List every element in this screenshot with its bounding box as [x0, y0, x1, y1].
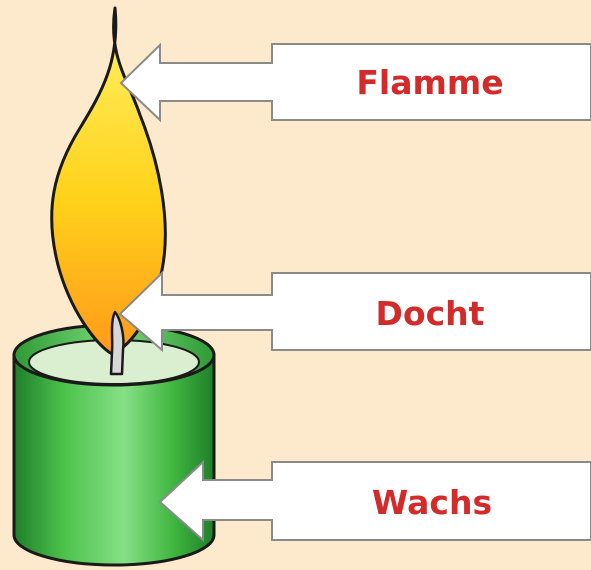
arrow-flame	[119, 42, 591, 123]
label-flame-text: Flamme	[356, 63, 503, 102]
label-wick-text: Docht	[376, 294, 485, 333]
label-wick: Docht	[118, 270, 591, 353]
arrow-wax	[158, 459, 591, 543]
arrow-wick	[118, 270, 591, 353]
wick	[109, 310, 125, 376]
label-wax-text: Wachs	[372, 483, 492, 522]
label-wax: Wachs	[158, 459, 591, 543]
label-flame: Flamme	[119, 42, 591, 123]
wax-body	[12, 353, 216, 567]
